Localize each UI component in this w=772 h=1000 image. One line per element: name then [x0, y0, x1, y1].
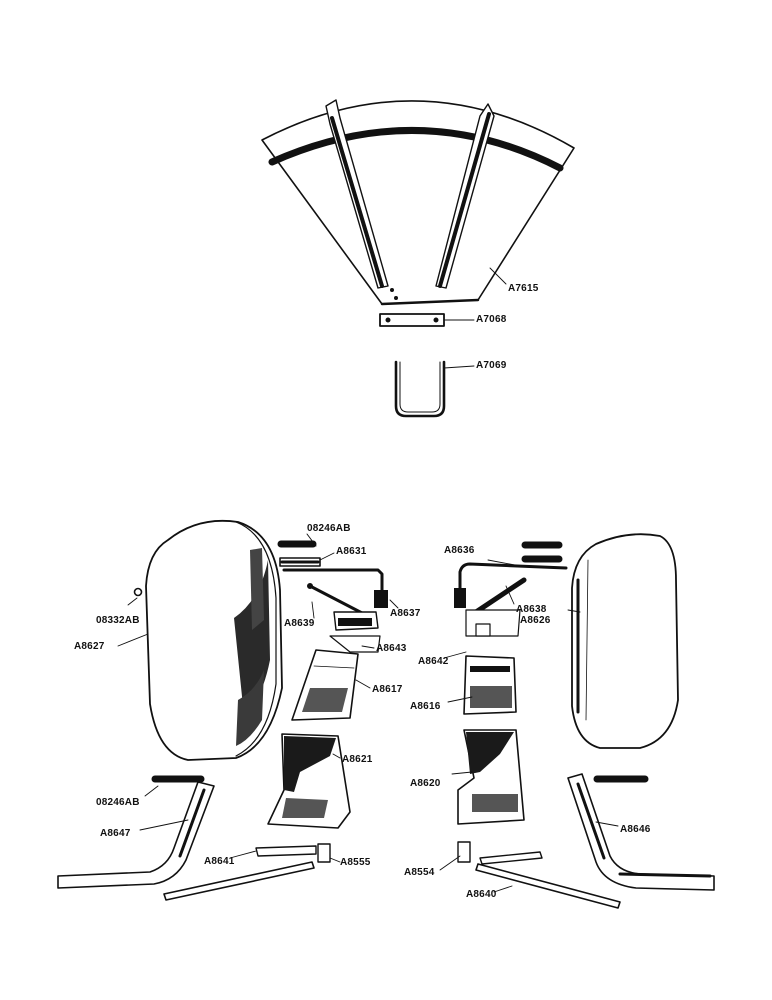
right-rail	[567, 773, 715, 891]
left-support-short	[255, 845, 317, 857]
label-a7615: A7615	[508, 283, 539, 294]
label-a8647: A8647	[100, 828, 131, 839]
label-a8626: A8626	[520, 615, 551, 626]
u-bolt	[394, 360, 446, 418]
seat-spacer	[379, 313, 445, 327]
right-support-short	[479, 851, 543, 865]
label-a8639: A8639	[284, 618, 315, 629]
label-a8621: A8621	[342, 754, 373, 765]
label-a8646: A8646	[620, 824, 651, 835]
label-a8642: A8642	[418, 656, 449, 667]
label-08332ab: 08332AB	[96, 615, 140, 626]
left-rail	[57, 781, 215, 889]
label-a8638: A8638	[516, 604, 547, 615]
right-step-plate	[463, 655, 517, 715]
label-a8627: A8627	[74, 641, 105, 652]
left-nut	[133, 587, 143, 597]
left-clip	[317, 843, 331, 863]
label-a8640: A8640	[466, 889, 497, 900]
left-support	[163, 861, 315, 901]
seat-pan	[261, 99, 575, 306]
label-a7069: A7069	[476, 360, 507, 371]
label-08246ab-bottom: 08246AB	[96, 797, 140, 808]
right-clip	[457, 841, 471, 863]
left-upper-hardware	[277, 540, 388, 653]
label-a7068: A7068	[476, 314, 507, 325]
label-a8641: A8641	[204, 856, 235, 867]
label-08246ab-top: 08246AB	[307, 523, 351, 534]
label-a8631: A8631	[336, 546, 367, 557]
label-a8636: A8636	[444, 545, 475, 556]
left-step-plate	[291, 649, 359, 721]
right-fender	[571, 533, 679, 749]
screw-bottom-left	[151, 775, 205, 783]
right-panel	[457, 729, 525, 825]
right-upper-hardware	[454, 541, 568, 637]
label-a8554: A8554	[404, 867, 435, 878]
screw-bottom-right	[593, 775, 649, 783]
right-support	[475, 863, 621, 909]
label-a8617: A8617	[372, 684, 403, 695]
label-a8555: A8555	[340, 857, 371, 868]
label-a8620: A8620	[410, 778, 441, 789]
label-a8637: A8637	[390, 608, 421, 619]
left-panel	[267, 733, 351, 829]
label-a8643: A8643	[376, 643, 407, 654]
label-a8616: A8616	[410, 701, 441, 712]
left-fender	[145, 519, 283, 761]
